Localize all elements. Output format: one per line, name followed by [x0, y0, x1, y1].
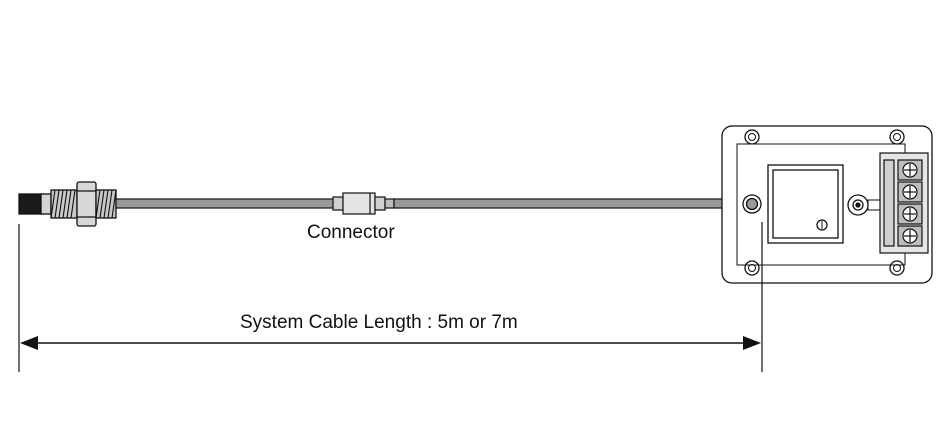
connector-icon [332, 192, 395, 215]
terminal-block-icon [879, 152, 929, 254]
system-cable-length-label: System Cable Length : 5m or 7m [240, 312, 518, 333]
arrow-right-icon [743, 336, 761, 350]
arrow-left-icon [20, 336, 38, 350]
cable-segment-right [393, 198, 755, 209]
connector-label: Connector [307, 222, 395, 243]
cable-segment-left [115, 198, 335, 209]
sensor-probe-icon [18, 181, 117, 227]
